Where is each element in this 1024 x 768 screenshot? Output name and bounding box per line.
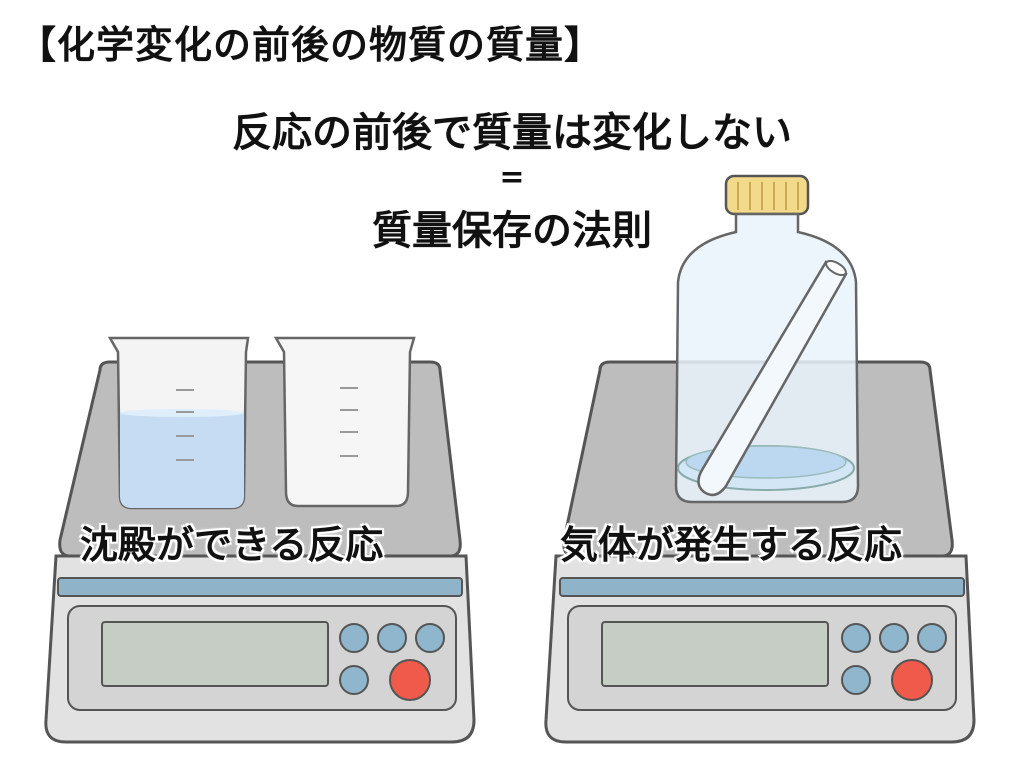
right-scale-icon [544, 360, 976, 744]
beaker-icon [107, 336, 250, 510]
equals-sign: = [499, 160, 525, 195]
beaker-icon [273, 336, 416, 508]
precipitate-reaction-label: 沈殿ができる反応 [80, 523, 384, 567]
subtitle: 反応の前後で質量は変化しない [232, 110, 792, 156]
bottle-icon [674, 174, 860, 504]
test-tube-icon [697, 260, 848, 497]
gas-reaction-label: 気体が発生する反応 [560, 523, 903, 567]
page-title: 【化学変化の前後の物質の質量】 [18, 23, 604, 67]
law-name: 質量保存の法則 [372, 208, 652, 254]
